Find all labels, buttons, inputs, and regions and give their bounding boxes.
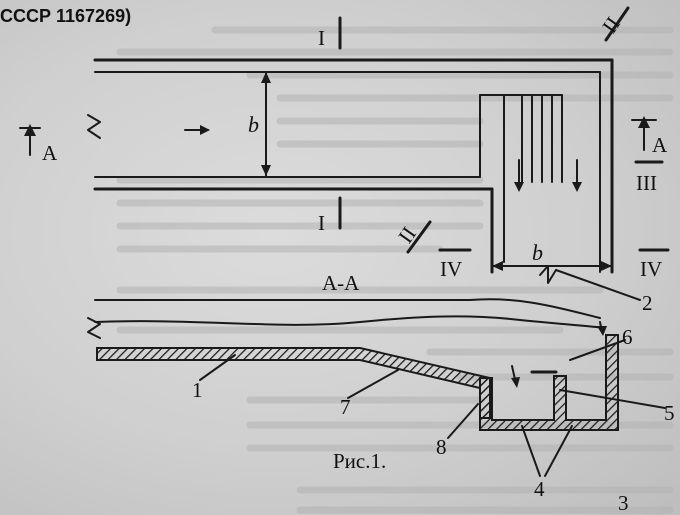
label-part-5: 5 [664, 401, 675, 425]
label-section-IV-right: IV [640, 257, 662, 281]
leader-6 [569, 339, 626, 361]
plan-view [19, 6, 670, 301]
leader-7 [347, 369, 399, 399]
label-part-2: 2 [642, 291, 653, 315]
section-mark-II-top [604, 6, 630, 42]
label-arrow-A-right: A [652, 133, 668, 157]
label-section-III: III [636, 171, 657, 195]
figure-caption: Рис.1. [333, 449, 386, 473]
channel-bottom-slab [96, 347, 491, 419]
label-section-I-bottom: I [318, 211, 325, 235]
water-surface-top-right [469, 298, 601, 319]
section-aa [87, 298, 666, 477]
leader-1 [199, 354, 236, 381]
dim-arrow-head [261, 165, 271, 176]
break-mark-left [87, 114, 101, 139]
section-arrow-A-left-head [24, 124, 36, 136]
leader-4 [544, 425, 573, 477]
water-surface-wave [94, 315, 606, 329]
dim-arrow-head [492, 261, 503, 271]
outlet-flow-arrow-head [514, 182, 524, 192]
source-header: СССР 1167269) [0, 6, 131, 26]
label-part-1: 1 [192, 378, 203, 402]
flow-arrow-head [200, 125, 210, 135]
dim-arrow-head [261, 72, 271, 83]
label-arrow-A-left: A [42, 141, 58, 165]
dim-arrow-head [601, 261, 612, 271]
well-flow-arrow-head [597, 326, 607, 336]
label-part-3: 3 [618, 491, 629, 515]
outlet-flow-arrow-head [572, 182, 582, 192]
leader-8 [447, 403, 479, 439]
label-dimension-b-horizontal: b [532, 240, 543, 265]
section-mark-II-bottom [406, 220, 432, 254]
label-part-7: 7 [340, 395, 351, 419]
label-part-4: 4 [534, 477, 545, 501]
break-mark-right [539, 265, 557, 284]
label-section-I-top: I [318, 26, 325, 50]
leader-4 [521, 425, 541, 477]
background-text-lines [116, 26, 674, 514]
label-part-6: 6 [622, 325, 633, 349]
label-section-AA: A-A [322, 271, 360, 295]
collector-well [479, 334, 619, 431]
label-part-8: 8 [436, 435, 447, 459]
leader-2 [555, 269, 641, 301]
break-mark-section [87, 317, 101, 339]
leader-5 [559, 389, 666, 409]
label-dimension-b-vertical: b [248, 112, 259, 137]
section-arrow-A-right-head [638, 116, 650, 128]
well-flow-arrow-head [511, 377, 520, 388]
label-section-IV-left: IV [440, 257, 462, 281]
